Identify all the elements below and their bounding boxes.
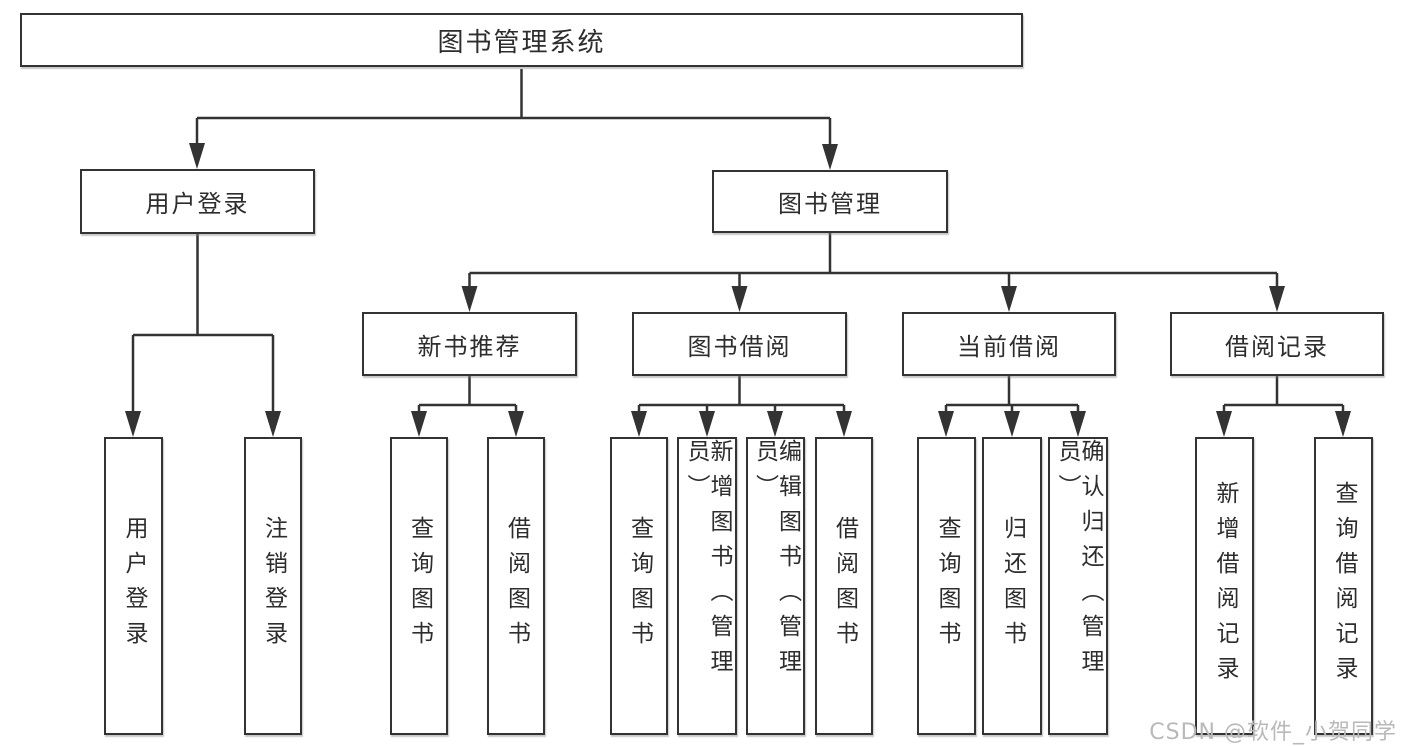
csdn-watermark: CSDN @软件_小贺同学 [1149,720,1397,745]
arrowhead-icon [631,411,647,437]
arrowhead-icon [1070,411,1086,437]
node-current-borrowing: 当前借阅 [902,312,1116,376]
leaf-borrow-borrow-books: 借阅图书 [815,437,873,735]
arrowhead-icon [461,286,478,312]
arrowhead-icon [411,411,427,437]
leaf-new-books-borrow-books: 借阅图书 [487,437,545,735]
node-new-book-recommendation: 新书推荐 [362,312,577,376]
node-user-login: 用户登录 [80,169,315,234]
leaf-current-query-books: 查询图书 [917,437,976,735]
node-book-management: 图书管理 [712,170,948,233]
arrowhead-icon [731,286,748,312]
node-library-management-system: 图书管理系统 [20,13,1023,67]
arrowhead-icon [1001,286,1017,312]
leaf-borrow-add-books-admin: 新增图书（管理员） [677,437,737,735]
arrowhead-icon [1004,411,1020,437]
arrowhead-icon [699,411,715,437]
node-borrowing-records: 借阅记录 [1170,312,1384,376]
arrowhead-icon [767,411,783,437]
node-book-borrowing: 图书借阅 [632,312,847,376]
arrowhead-icon [1335,411,1351,437]
leaf-borrow-query-books: 查询图书 [610,437,668,735]
leaf-records-query-record: 查询借阅记录 [1314,437,1373,735]
leaf-logout: 注销登录 [244,437,302,735]
arrowhead-icon [1216,411,1232,437]
connector-path [131,69,1345,415]
arrowhead-icon [836,411,852,437]
leaf-current-return-books: 归还图书 [982,437,1042,735]
arrowhead-icon [265,411,281,437]
leaf-records-add-record: 新增借阅记录 [1195,437,1254,735]
leaf-new-books-query-books: 查询图书 [390,437,448,735]
arrowhead-icon [938,411,954,437]
leaf-current-confirm-return-admin: 确认归还（管理员） [1048,437,1108,735]
arrowhead-icon [189,143,205,169]
arrowhead-icon [1269,286,1285,312]
arrowhead-icon [125,411,141,437]
arrowhead-icon [822,144,838,170]
leaf-borrow-edit-books-admin: 编辑图书（管理员） [746,437,805,735]
leaf-user-login: 用户登录 [104,437,163,735]
arrowhead-icon [508,411,524,437]
